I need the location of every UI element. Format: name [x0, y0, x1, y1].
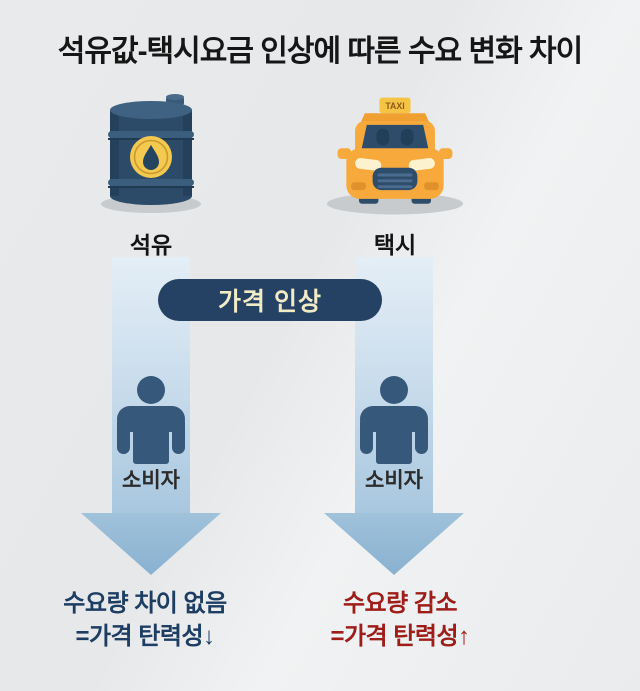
taxi-label: 택시 [373, 232, 417, 258]
oil-barrel-graphic [101, 94, 201, 213]
left-result-line1: 수요량 차이 없음 [63, 590, 227, 617]
right-result-line1: 수요량 감소 [342, 590, 458, 617]
down-arrowhead-icon [324, 513, 464, 575]
oil-barrel-icon [96, 94, 206, 214]
price-increase-banner: 가격 인상 [158, 279, 382, 321]
taxi-headlight-left [355, 158, 382, 171]
taxi-sign-label: TAXI [385, 101, 404, 111]
consumer-person-icon [360, 376, 428, 464]
down-arrowhead-icon [81, 513, 221, 575]
taxi-headlight-right [408, 158, 435, 171]
right-result-text: 수요량 감소 =가격 탄력성↑ [300, 587, 500, 653]
taxi-windshield [360, 124, 430, 153]
taxi-icon: TAXI [322, 96, 468, 218]
taxi-grille [372, 167, 418, 191]
right-result-line2: =가격 탄력성↑ [330, 623, 470, 650]
taxi-graphic: TAXI [326, 97, 464, 215]
taxi-sign [379, 97, 411, 114]
consumer-person-icon [117, 376, 185, 464]
left-result-text: 수요량 차이 없음 =가격 탄력성↓ [45, 587, 245, 653]
oil-drop-glyph [143, 145, 159, 170]
page-title: 석유값-택시요금 인상에 따른 수요 변화 차이 [57, 35, 583, 68]
left-result-line2: =가격 탄력성↓ [75, 623, 215, 650]
left-consumer-label: 소비자 [122, 469, 180, 492]
oil-label: 석유 [129, 232, 173, 258]
right-consumer-label: 소비자 [365, 469, 423, 492]
